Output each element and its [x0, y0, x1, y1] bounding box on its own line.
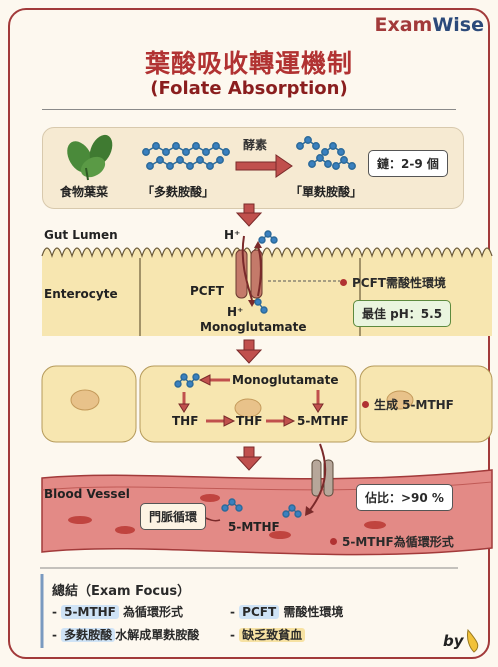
signature-by: by — [443, 632, 464, 650]
cell-layer — [41, 365, 493, 443]
summary-item-highlight: 5-MTHF — [61, 605, 119, 619]
molecule-icon-cell — [174, 373, 200, 388]
summary-item-1: - 5-MTHF 為循環形式 — [52, 603, 183, 620]
mthf-note: 生成 5-MTHF — [362, 396, 454, 413]
thf-label-1: THF — [172, 414, 199, 428]
thf-label-2: THF — [236, 414, 263, 428]
enterocyte-label: Enterocyte — [44, 287, 118, 301]
mthf-note-text: 生成 5-MTHF — [374, 398, 454, 412]
summary-item-text: 水解成單麩胺酸 — [115, 628, 200, 642]
h-plus-bottom-label: H⁺ — [227, 305, 244, 319]
polyglutamate-label: 「多麩胺酸」 — [142, 185, 215, 199]
cell-arrows — [178, 374, 324, 427]
monoglutamate-label: 「單麩胺酸」 — [290, 185, 363, 199]
brand-logo: ExamWise — [374, 14, 484, 36]
h-plus-top-label: H⁺ — [224, 228, 241, 242]
summary-item-prefix: - — [52, 605, 62, 619]
page-subtitle: (Folate Absorption) — [150, 78, 348, 99]
basolateral-transporter-icon — [305, 443, 334, 516]
blood-vessel-label: Blood Vessel — [44, 487, 130, 501]
enzyme-arrow — [235, 154, 293, 178]
pcft-transporter-icon — [235, 235, 263, 307]
mthf-label-cell: 5-MTHF — [297, 414, 349, 428]
circulation-note: 5-MTHF為循環形式 — [330, 533, 454, 550]
summary-item-highlight: PCFT — [239, 605, 280, 619]
down-arrow-2 — [235, 339, 263, 364]
cell-monoglutamate-label: Monoglutamate — [232, 373, 339, 387]
bullet-dot — [362, 401, 369, 408]
ratio-tag: 佔比：>90 % — [356, 484, 453, 511]
summary-item-highlight: 缺乏致貧血 — [239, 628, 306, 642]
brand-part1: Exam — [374, 14, 433, 36]
mthf-label-blood: 5-MTHF — [228, 520, 280, 534]
summary-item-prefix: - — [230, 605, 240, 619]
molecule-icon-blood — [221, 498, 302, 518]
summary-item-2: - PCFT 需酸性環境 — [230, 603, 343, 620]
polyglutamate-chain-icon — [142, 142, 230, 170]
title-divider — [42, 109, 456, 110]
bullet-dot — [340, 279, 347, 286]
summary-item-text: 需酸性環境 — [279, 605, 344, 619]
portal-circulation-tag: 門脈循環 — [140, 503, 207, 530]
chain-length-tag: 鏈：2-9 個 — [368, 150, 448, 177]
summary-item-text: 為循環形式 — [118, 605, 184, 619]
molecule-icon-lumen — [254, 230, 278, 314]
lumen-monoglutamate-label: Monoglutamate — [200, 320, 307, 334]
summary-box: 總結（Exam Focus） - 5-MTHF 為循環形式 - PCFT 需酸性… — [40, 570, 460, 650]
page-title: 葉酸吸收轉運機制 — [144, 49, 353, 78]
banana-icon — [467, 628, 479, 653]
summary-item-4: - 缺乏致貧血 — [230, 626, 306, 643]
summary-item-prefix: - — [52, 628, 62, 642]
brand-part2: Wise — [432, 14, 484, 36]
summary-heading: 總結（Exam Focus） — [52, 584, 191, 599]
summary-item-prefix: - — [230, 628, 240, 642]
monoglutamate-icon — [296, 136, 356, 170]
pcft-note-text: PCFT需酸性環境 — [352, 276, 446, 290]
summary-item-highlight: 多麩胺酸 — [61, 628, 116, 642]
gut-lumen-label: Gut Lumen — [44, 228, 118, 242]
summary-item-3: - 多麩胺酸水解成單麩胺酸 — [52, 626, 199, 643]
circulation-note-text: 5-MTHF為循環形式 — [342, 535, 454, 549]
enterocyte-band — [41, 247, 493, 336]
down-arrow-3 — [235, 446, 263, 471]
down-arrow-1 — [235, 203, 263, 227]
pcft-label: PCFT — [190, 284, 224, 298]
leaf-icon — [67, 134, 113, 181]
pcft-note: PCFT需酸性環境 — [340, 274, 446, 291]
ph-tag: 最佳 pH：5.5 — [353, 300, 452, 327]
food-label: 食物葉菜 — [60, 185, 109, 199]
enzyme-label: 酵素 — [243, 138, 268, 152]
bullet-dot — [330, 538, 337, 545]
